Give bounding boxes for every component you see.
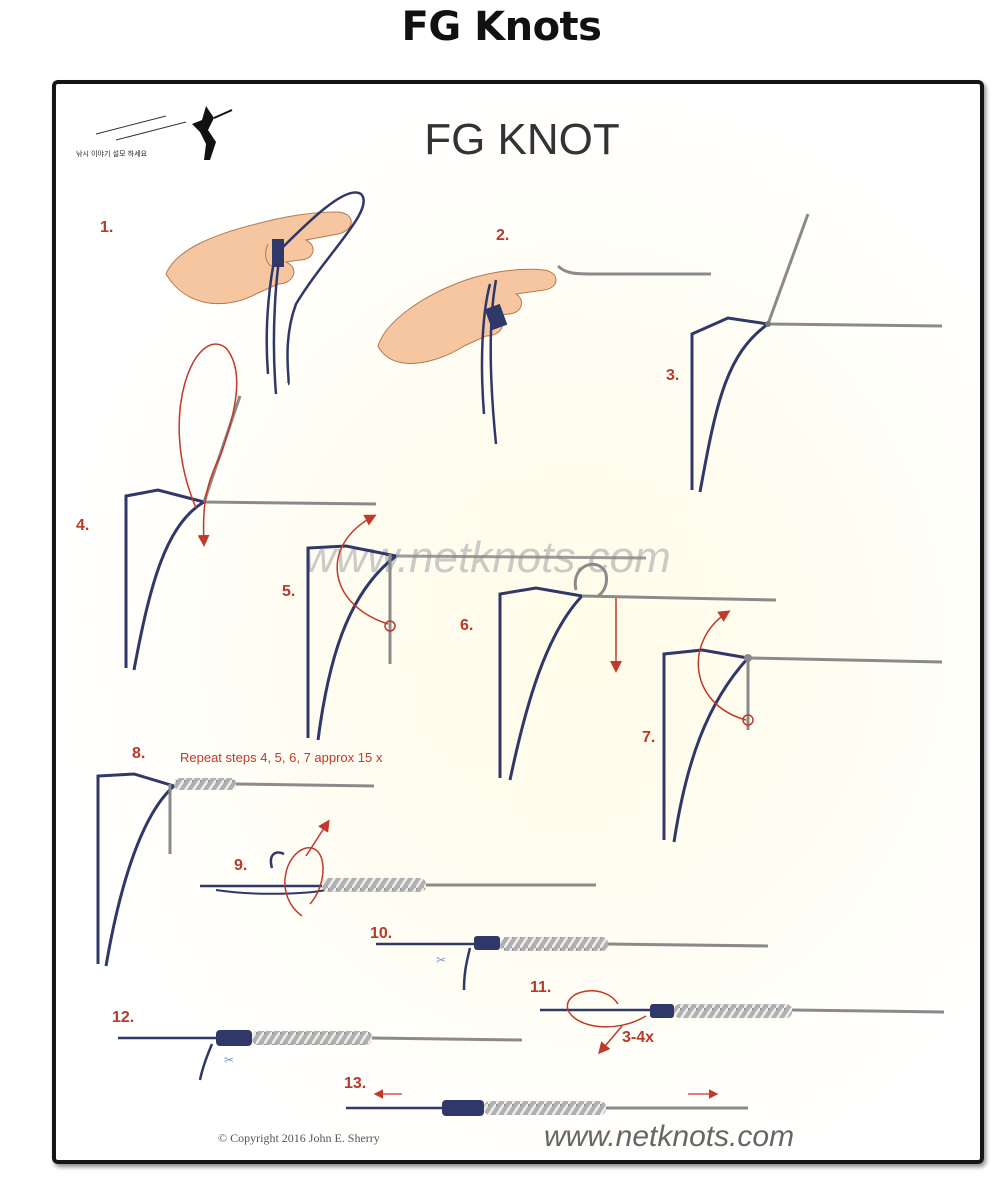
step-7-illustration — [662, 610, 943, 843]
step-label-5: 5. — [282, 583, 295, 600]
step-1-illustration — [165, 191, 365, 395]
step-label-10: 10. — [370, 925, 392, 942]
step-label-13: 13. — [344, 1075, 366, 1092]
step-label-8: 8. — [132, 745, 145, 762]
step-6-illustration — [498, 562, 777, 781]
fg-knot-diagram: FG KNOT www.netknots.com 낚시 이야기 설모 하세요 — [76, 106, 945, 1153]
logo-text: 낚시 이야기 설모 하세요 — [76, 149, 148, 158]
step-4-illustration — [124, 343, 377, 671]
page-title: FG Knots — [401, 4, 602, 50]
step-10-illustration: ✂ — [376, 936, 769, 991]
step-label-1: 1. — [100, 219, 113, 236]
step-label-7: 7. — [642, 729, 655, 746]
step-9-illustration — [200, 819, 596, 917]
step-11-illustration: 3-4x — [540, 990, 945, 1055]
step-label-9: 9. — [234, 857, 247, 874]
scissors-icon: ✂ — [436, 953, 446, 967]
step-5-illustration — [306, 514, 647, 741]
step-label-3: 3. — [666, 367, 679, 384]
copyright-text: © Copyright 2016 John E. Sherry — [218, 1131, 380, 1145]
diagram-frame: FG KNOT www.netknots.com 낚시 이야기 설모 하세요 — [52, 80, 984, 1164]
step-3-illustration — [690, 213, 943, 493]
repeat-note: Repeat steps 4, 5, 6, 7 approx 15 x — [180, 750, 383, 765]
step-2-illustration — [377, 264, 711, 445]
footer-url: www.netknots.com — [544, 1120, 794, 1153]
diagram-heading: FG KNOT — [424, 115, 620, 164]
step-label-4: 4. — [76, 517, 89, 534]
step-label-11: 11. — [530, 979, 551, 996]
scissors-icon: ✂ — [224, 1053, 234, 1067]
step-label-6: 6. — [460, 617, 473, 634]
step-13-illustration — [346, 1089, 748, 1116]
fisherman-icon — [192, 106, 216, 160]
step-8-illustration: Repeat steps 4, 5, 6, 7 approx 15 x — [96, 750, 383, 967]
step-label-12: 12. — [112, 1009, 134, 1026]
step-12-illustration: ✂ — [118, 1030, 523, 1081]
wrap-count-label: 3-4x — [622, 1029, 654, 1046]
logo: 낚시 이야기 설모 하세요 — [76, 106, 233, 160]
step-label-2: 2. — [496, 227, 509, 244]
